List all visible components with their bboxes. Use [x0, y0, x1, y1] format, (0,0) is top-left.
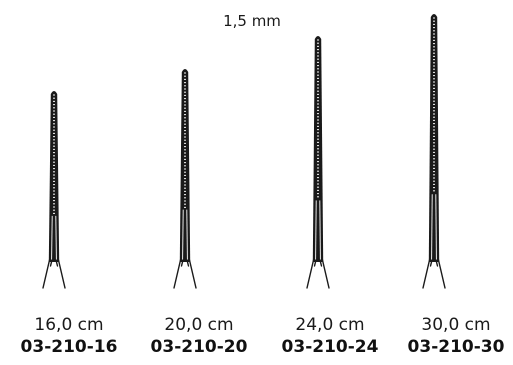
- instrument-20cm: [171, 0, 201, 290]
- article-number: 03-210-20: [150, 337, 248, 357]
- instrument-length: 30,0 cm: [421, 315, 491, 335]
- instrument-length: 16,0 cm: [34, 315, 104, 335]
- instrument-caption-24cm: 24,0 cm 03-210-24: [270, 314, 390, 358]
- tip-width-label: 1,5 mm: [223, 12, 281, 30]
- instrument-caption-20cm: 20,0 cm 03-210-20: [139, 314, 259, 358]
- forceps-serrated-tip-icon: [306, 36, 330, 289]
- instrument-24cm: [304, 0, 334, 290]
- instrument-16cm: [40, 0, 70, 290]
- instrument-length: 24,0 cm: [295, 315, 365, 335]
- article-number: 03-210-16: [20, 337, 118, 357]
- forceps-serrated-tip-icon: [42, 91, 66, 289]
- article-number: 03-210-30: [407, 337, 505, 357]
- forceps-serrated-tip-icon: [173, 69, 197, 289]
- instrument-length: 20,0 cm: [164, 315, 234, 335]
- instrument-caption-30cm: 30,0 cm 03-210-30: [396, 314, 513, 358]
- instrument-30cm: [420, 0, 450, 290]
- article-number: 03-210-24: [281, 337, 379, 357]
- instrument-caption-16cm: 16,0 cm 03-210-16: [9, 314, 129, 358]
- forceps-serrated-tip-icon: [422, 14, 446, 289]
